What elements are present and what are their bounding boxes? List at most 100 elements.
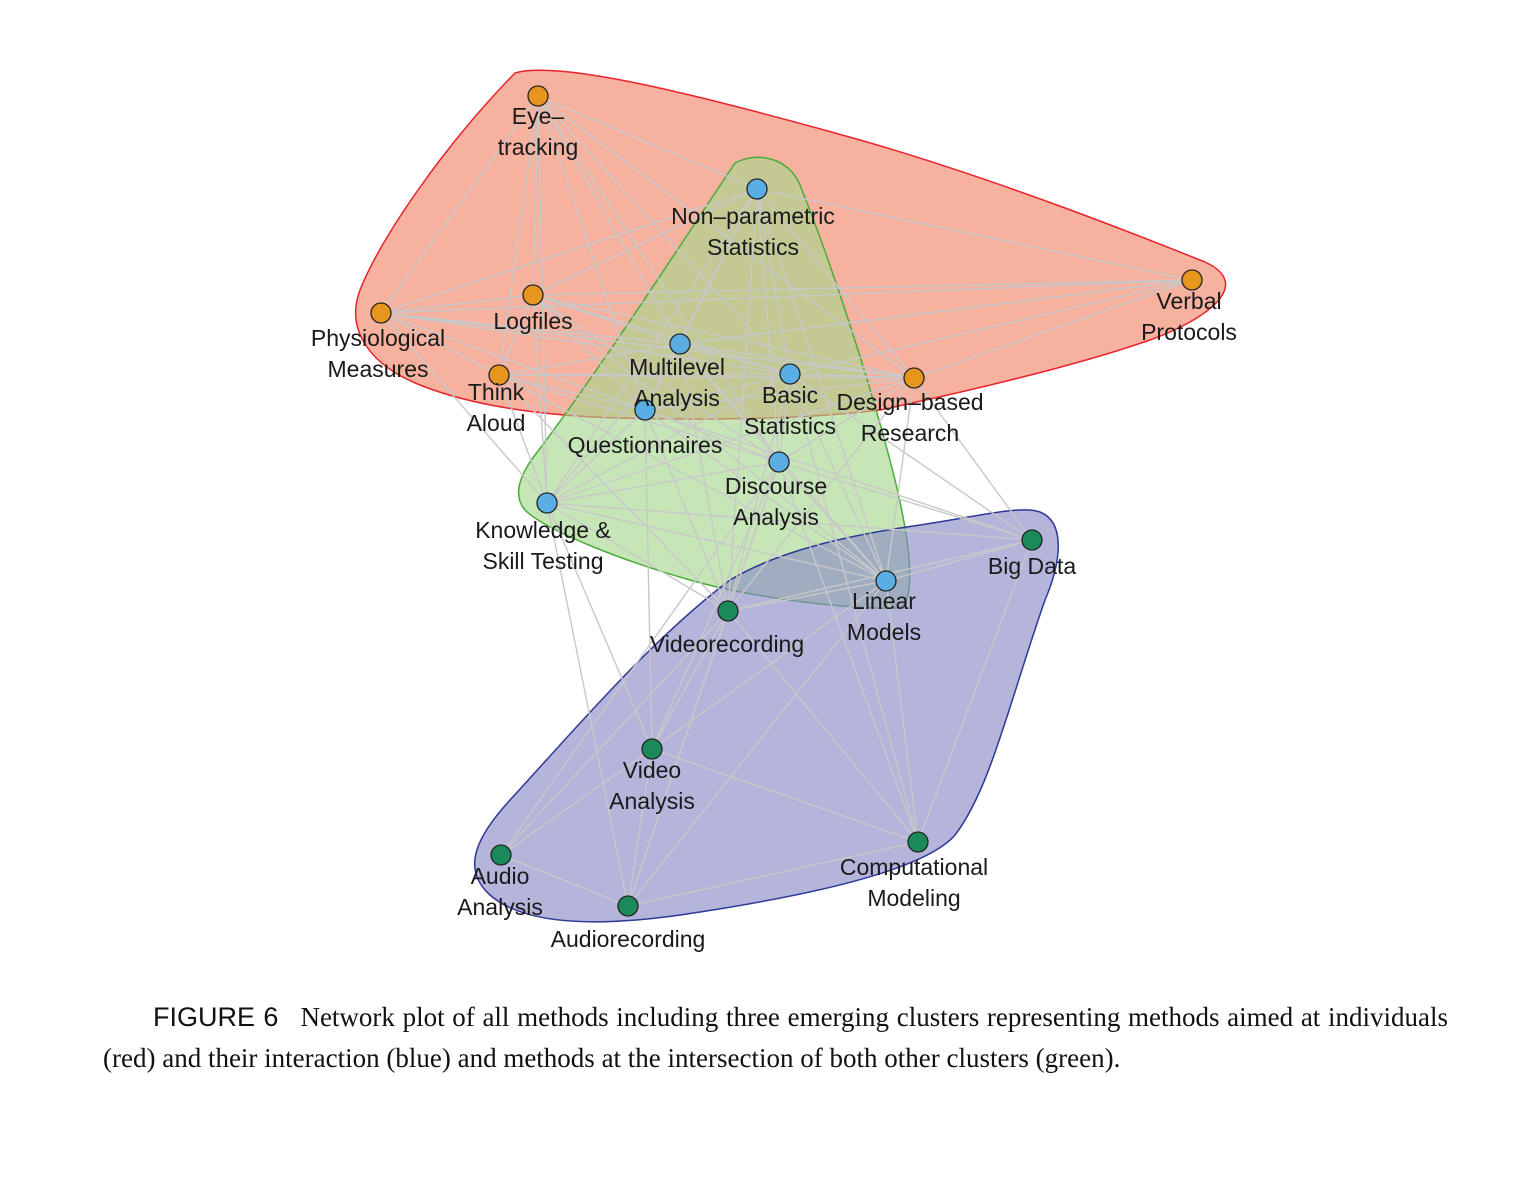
edge-design-videorec bbox=[727, 377, 915, 612]
node-label-logfiles: Logfiles bbox=[493, 308, 572, 334]
node-label-videorec: Videorecording bbox=[650, 631, 804, 657]
edge-question-linear bbox=[644, 409, 887, 582]
node-basic bbox=[779, 363, 801, 385]
edge-basic-design bbox=[789, 373, 915, 379]
edge-multilevel-question bbox=[644, 343, 681, 411]
node-verbal bbox=[1181, 269, 1203, 291]
node-label-eye: Eye–tracking bbox=[498, 103, 579, 160]
node-question bbox=[634, 399, 656, 421]
edge-physio-logfiles bbox=[380, 294, 534, 314]
edge-knowledge-linear bbox=[546, 502, 887, 582]
edge-comp-audiorec bbox=[627, 841, 919, 907]
edge-eye-nonparam bbox=[537, 95, 758, 190]
edge-eye-physio bbox=[380, 95, 539, 314]
edge-question-discourse bbox=[644, 409, 780, 463]
edge-nonparam-knowledge bbox=[546, 188, 758, 504]
edge-videorec-comp bbox=[727, 610, 919, 843]
edge-question-knowledge bbox=[546, 409, 646, 504]
edge-discourse-audioan bbox=[500, 461, 780, 856]
edge-multilevel-design bbox=[679, 343, 915, 379]
edge-multilevel-videorec bbox=[679, 343, 729, 612]
edge-physio-question bbox=[380, 312, 646, 411]
edge-verbal-physio bbox=[380, 279, 1193, 314]
edge-logfiles-question bbox=[532, 294, 646, 411]
edge-videoan-comp bbox=[651, 748, 919, 843]
edge-basic-linear bbox=[789, 373, 887, 582]
node-nonparam bbox=[746, 178, 768, 200]
edge-physio-multilevel bbox=[380, 312, 681, 345]
edge-logfiles-design bbox=[532, 294, 915, 379]
edge-physio-design bbox=[380, 312, 915, 379]
edge-design-discourse bbox=[778, 377, 915, 463]
node-linear bbox=[875, 570, 897, 592]
edge-linear-bigdata bbox=[885, 539, 1033, 582]
edge-verbal-basic bbox=[789, 279, 1193, 375]
edge-knowledge-audiorec bbox=[546, 502, 629, 907]
edge-physio-basic bbox=[380, 312, 791, 375]
edge-nonparam-basic bbox=[756, 188, 791, 375]
node-multilevel bbox=[669, 333, 691, 355]
node-think bbox=[488, 364, 510, 386]
node-knowledge bbox=[536, 492, 558, 514]
node-label-audiorec: Audiorecording bbox=[551, 926, 706, 952]
edge-basic-comp bbox=[789, 373, 919, 843]
edge-nonparam-design bbox=[756, 188, 915, 379]
edge-eye-logfiles bbox=[532, 95, 539, 296]
edge-question-bigdata bbox=[644, 409, 1033, 541]
edge-logfiles-linear bbox=[532, 294, 887, 582]
edge-videoan-audiorec bbox=[627, 748, 653, 907]
edge-discourse-comp bbox=[778, 461, 919, 843]
edge-linear-comp bbox=[885, 580, 919, 843]
edge-multilevel-basic bbox=[679, 343, 791, 375]
edge-basic-discourse bbox=[778, 373, 791, 463]
node-comp bbox=[907, 831, 929, 853]
edge-knowledge-bigdata bbox=[546, 502, 1033, 541]
edge-question-videorec bbox=[644, 409, 729, 612]
node-eye bbox=[527, 85, 549, 107]
figure-label: FIGURE 6 bbox=[153, 1002, 279, 1032]
node-logfiles bbox=[522, 284, 544, 306]
edge-logfiles-nonparam bbox=[532, 188, 758, 296]
edge-eye-multilevel bbox=[537, 95, 681, 345]
node-label-bigdata: Big Data bbox=[988, 553, 1076, 579]
edge-videorec-audioan bbox=[500, 610, 729, 856]
edge-videoan-audioan bbox=[500, 748, 653, 856]
edge-design-knowledge bbox=[546, 377, 915, 504]
edge-eye-question bbox=[537, 95, 646, 411]
edge-physio-think bbox=[380, 312, 500, 376]
edge-audioan-audiorec bbox=[500, 854, 629, 907]
edge-basic-videorec bbox=[727, 373, 791, 612]
edge-basic-knowledge bbox=[546, 373, 791, 504]
edge-discourse-knowledge bbox=[546, 461, 780, 504]
edge-logfiles-think bbox=[498, 294, 534, 376]
edge-physio-knowledge bbox=[380, 312, 548, 504]
node-audiorec bbox=[617, 895, 639, 917]
node-physio bbox=[370, 302, 392, 324]
edge-videorec-videoan bbox=[651, 610, 729, 750]
edge-multilevel-knowledge bbox=[546, 343, 681, 504]
node-design bbox=[903, 367, 925, 389]
node-bigdata bbox=[1021, 529, 1043, 551]
node-discourse bbox=[768, 451, 790, 473]
node-videoan bbox=[641, 738, 663, 760]
caption-text: Network plot of all methods including th… bbox=[103, 1002, 1448, 1073]
edge-basic-question bbox=[644, 373, 791, 411]
edge-nonparam-linear bbox=[756, 188, 887, 582]
edge-think-question bbox=[498, 374, 646, 411]
edge-discourse-linear bbox=[778, 461, 887, 582]
edge-think-linear bbox=[498, 374, 887, 582]
edge-bigdata-comp bbox=[917, 539, 1033, 843]
